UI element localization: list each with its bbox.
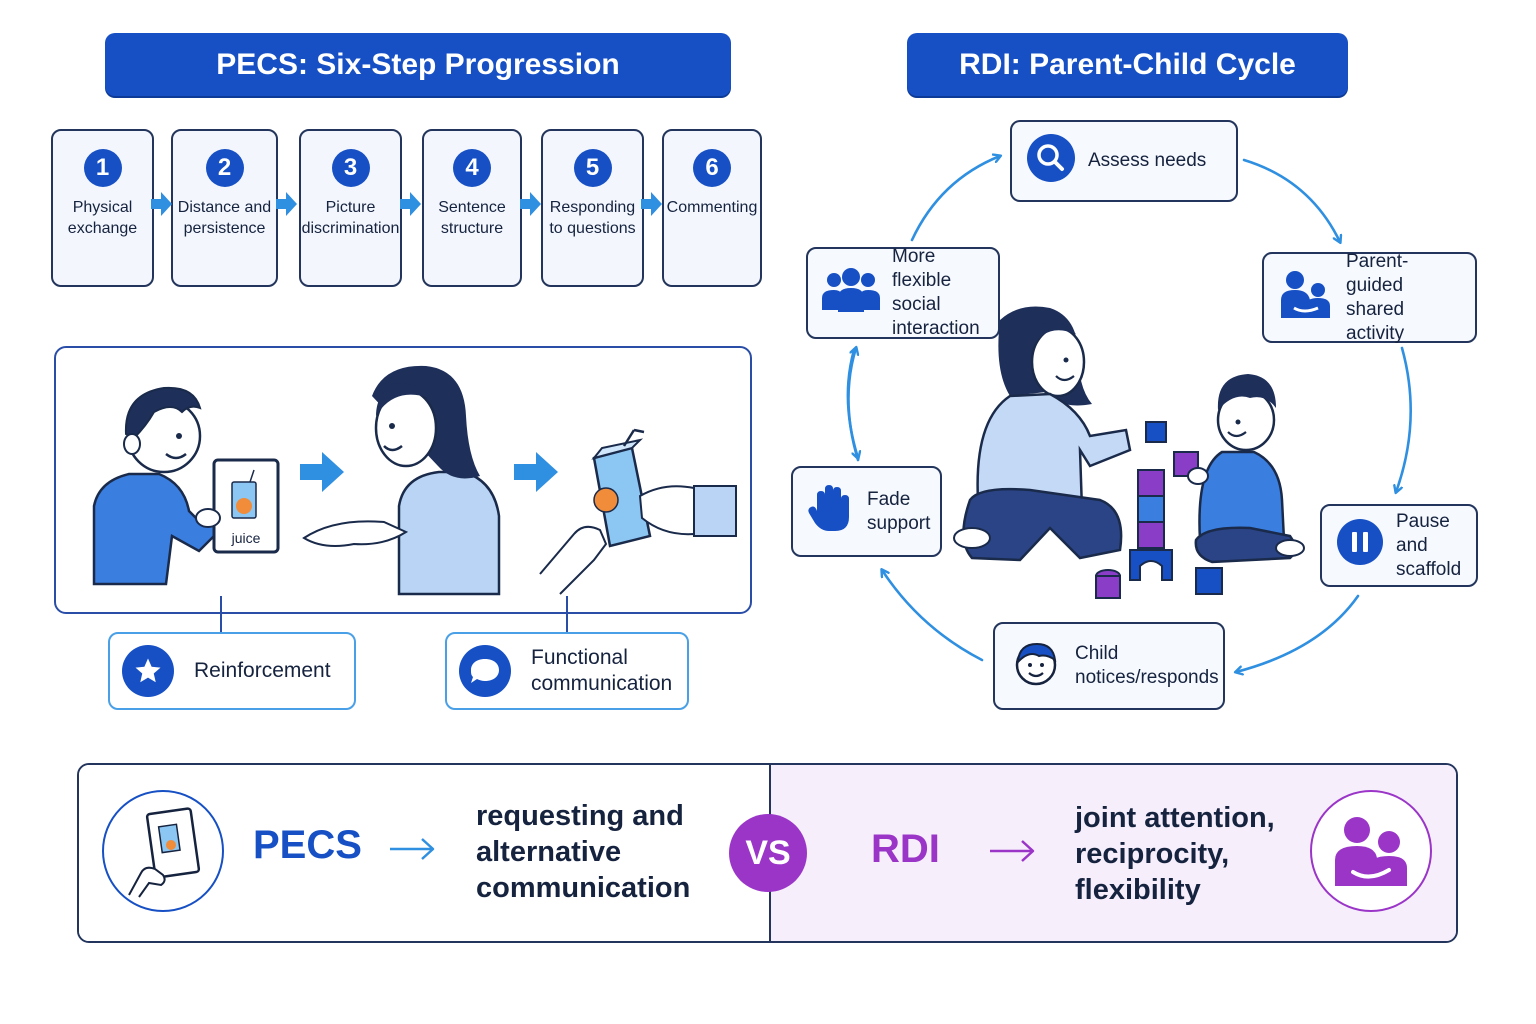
child-figure	[1187, 374, 1305, 564]
step-number: 5	[573, 149, 612, 187]
reinforcement-label: Reinforcement	[194, 659, 331, 682]
pecs-title-banner: PECS: Six-Step Progression	[105, 33, 731, 96]
cycle-arrow	[846, 348, 858, 458]
cycle-arrow	[1242, 158, 1340, 242]
cycle-step-label: Pause and scaffold	[1396, 510, 1462, 580]
cycle-step-parent-guided: Parent-guided shared activity	[1262, 250, 1477, 344]
vs-label: VS	[745, 833, 791, 872]
step-arrow-icon	[151, 192, 172, 216]
step-label: Sentence structure	[438, 199, 506, 237]
step-arrow-icon	[520, 192, 541, 216]
step-label: Commenting	[666, 199, 758, 216]
pecs-comparison-description: requesting and alternative communication	[476, 800, 691, 904]
boy-figure	[92, 386, 228, 586]
connector-line	[220, 596, 222, 632]
step-arrow-icon	[641, 192, 662, 216]
exchange-arrow-icon	[300, 452, 344, 492]
block-tower	[1095, 421, 1223, 599]
cycle-arrows	[846, 100, 1412, 740]
pecs-exchange-illustration: juice	[92, 365, 737, 596]
cycle-step-label: Parent-guided shared activity	[1346, 250, 1409, 344]
functional-communication-label: Functional communication	[531, 646, 673, 695]
pecs-step-5: 5 Responding to questions	[541, 129, 644, 287]
cycle-step-label: Child notices/responds	[1075, 643, 1219, 688]
pecs-step-1: 1 Physical exchange	[51, 129, 154, 287]
pecs-step-3: 3 Picture discrimination	[299, 129, 402, 287]
vs-badge: VS	[729, 814, 807, 892]
step-number: 6	[693, 149, 731, 187]
pecs-title: PECS: Six-Step Progression	[216, 47, 620, 81]
step-number: 4	[453, 149, 491, 187]
functional-communication-box: Functional communication	[445, 632, 689, 710]
hand-icon	[807, 481, 855, 542]
cycle-step-label: Fade support	[867, 488, 931, 534]
rdi-parent-child-icon	[1310, 790, 1432, 912]
cycle-step-assess-needs: Assess needs	[1010, 120, 1238, 202]
step-label: Physical exchange	[67, 199, 138, 237]
pause-icon	[1336, 518, 1384, 573]
parent-child-icon	[1278, 268, 1334, 327]
cycle-step-child-responds: Child notices/responds	[993, 622, 1225, 710]
juice-picture-card	[212, 458, 280, 554]
group-icon	[822, 266, 880, 321]
rdi-title: RDI: Parent-Child Cycle	[959, 47, 1296, 81]
cycle-arrow	[1236, 594, 1360, 672]
parent-child-play-illustration	[953, 306, 1305, 599]
step-arrows	[151, 192, 662, 216]
woman-figure	[302, 365, 501, 596]
cycle-step-label: More flexible social interaction	[892, 246, 980, 339]
step-number: 3	[331, 149, 370, 187]
step-label: Responding to questions	[549, 199, 636, 237]
rdi-title-banner: RDI: Parent-Child Cycle	[907, 33, 1348, 96]
speech-bubble-icon	[459, 645, 511, 697]
pecs-card-icon	[102, 790, 224, 912]
reinforcement-box: Reinforcement	[108, 632, 356, 710]
cycle-step-pause-scaffold: Pause and scaffold	[1320, 504, 1478, 587]
step-label: Distance and persistence	[177, 199, 272, 237]
pecs-comparison-name: PECS	[253, 823, 362, 867]
cycle-arrow	[1396, 346, 1412, 492]
step-arrow-icon	[276, 192, 297, 216]
cycle-step-flexible-interaction: More flexible social interaction	[806, 246, 1000, 339]
step-label: Picture discrimination	[301, 199, 400, 237]
step-arrow-icon	[400, 192, 421, 216]
star-icon	[122, 645, 174, 697]
juice-box-handoff	[539, 428, 737, 595]
rdi-comparison-description: joint attention, reciprocity, flexibilit…	[1075, 802, 1275, 906]
pecs-step-6: 6 Commenting	[662, 129, 762, 287]
step-number: 1	[83, 149, 122, 187]
rdi-comparison-name: RDI	[871, 827, 940, 871]
cycle-step-fade-support: Fade support	[791, 466, 942, 557]
arrow-right-icon	[390, 838, 435, 860]
pecs-step-4: 4 Sentence structure	[422, 129, 522, 287]
connector-line	[566, 596, 568, 632]
mother-figure	[953, 306, 1132, 562]
cycle-arrow	[910, 156, 1000, 242]
step-number: 2	[205, 149, 244, 187]
child-face-icon	[1009, 636, 1063, 697]
cycle-arrow	[882, 570, 984, 662]
arrow-right-icon	[990, 840, 1035, 862]
magnifier-icon	[1026, 133, 1076, 190]
cycle-step-label: Assess needs	[1088, 150, 1207, 171]
card-label: juice	[231, 530, 261, 546]
exchange-arrow-icon	[514, 452, 558, 492]
